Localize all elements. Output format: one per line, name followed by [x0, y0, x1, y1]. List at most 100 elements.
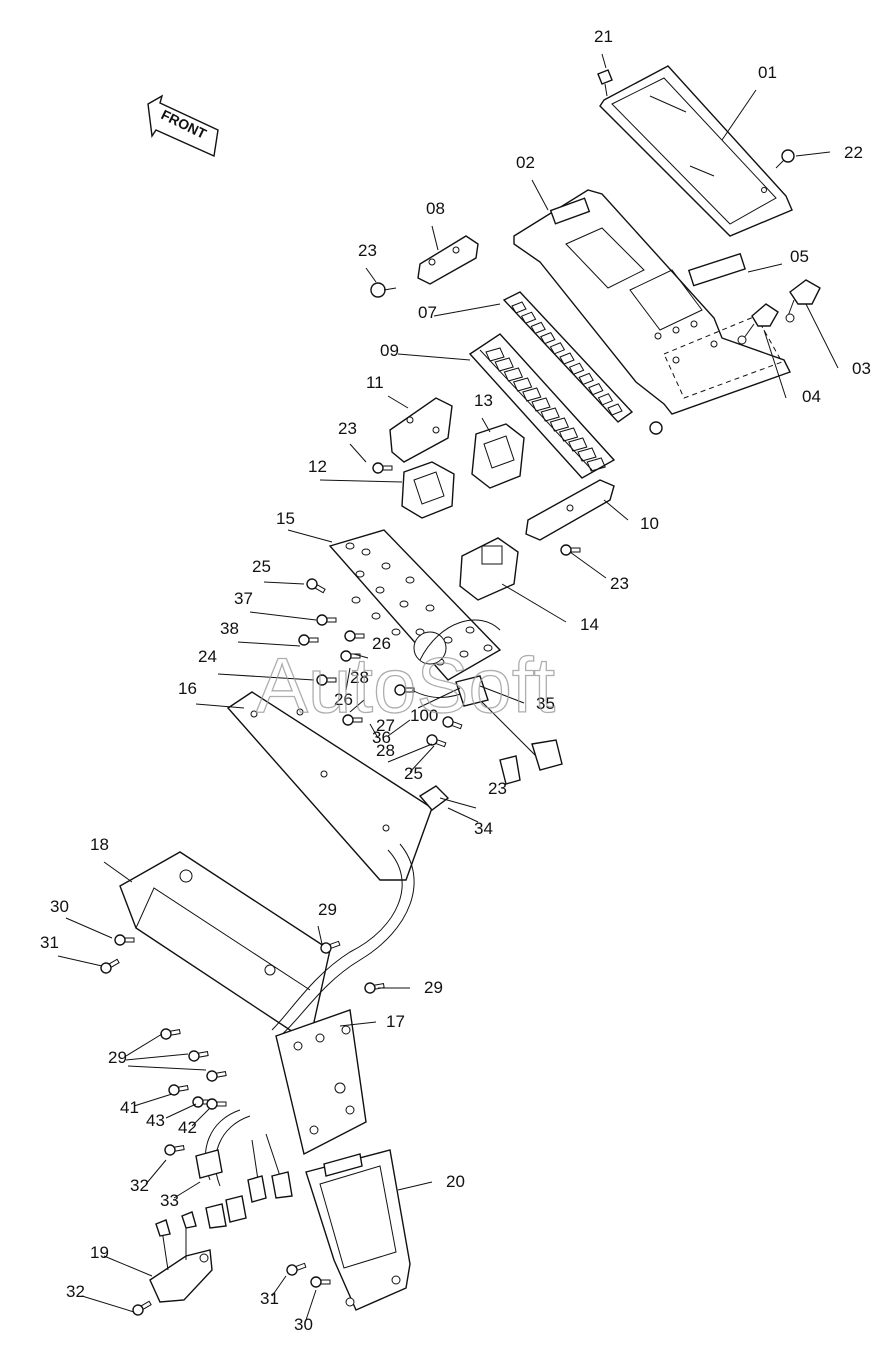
fastener-icon: [286, 1262, 307, 1276]
mounting-hole: [351, 596, 361, 604]
callout-03: 03: [852, 359, 871, 378]
callout-24: 24: [198, 647, 217, 666]
mounting-hole: [465, 626, 475, 634]
callout-01: 01: [758, 63, 777, 82]
switch-cell: [540, 331, 556, 345]
leader-line: [747, 263, 783, 273]
callout-28: 28: [350, 668, 369, 687]
screw-group-top: [370, 69, 795, 298]
leader-line: [397, 1181, 433, 1191]
mounting-hole: [459, 650, 469, 658]
fastener-icon: [344, 630, 365, 642]
switch-cell: [512, 377, 533, 392]
callout-30: 30: [50, 897, 69, 916]
part-toggle-switch: [459, 537, 519, 601]
mounting-hole: [399, 600, 409, 608]
callout-36: 36: [372, 728, 391, 747]
leader-line: [127, 1065, 207, 1071]
switch-cell: [531, 397, 551, 412]
callout-25: 25: [252, 557, 271, 576]
leader-line: [763, 329, 787, 399]
leader-line: [439, 797, 477, 809]
main-cable-edge: [271, 849, 403, 1031]
fastener-icon: [320, 940, 341, 954]
fastener-icon: [426, 734, 447, 748]
callout-29: 29: [108, 1048, 127, 1067]
callout-32: 32: [130, 1176, 149, 1195]
switch-cell: [511, 301, 527, 314]
fastener-icon: [342, 714, 363, 726]
switch-cell: [522, 387, 542, 402]
leader-line: [345, 667, 351, 691]
leader-line: [339, 1021, 377, 1027]
callout-27: 27: [376, 716, 395, 735]
mounting-hole: [405, 576, 415, 584]
callout-12: 12: [308, 457, 327, 476]
part-cover: [599, 65, 793, 237]
part-sensor: [149, 1211, 213, 1303]
leader-line: [353, 653, 369, 659]
leader-line: [65, 917, 113, 939]
switch-cell: [558, 427, 579, 442]
leader-line: [81, 1295, 135, 1313]
fastener-icon: [560, 544, 581, 556]
part-indicator-strip: [502, 291, 634, 423]
leader-line: [795, 151, 831, 157]
callout-30: 30: [294, 1315, 313, 1334]
callout-29: 29: [318, 900, 337, 919]
fastener-icon: [206, 1098, 227, 1110]
part-grommet: [649, 421, 663, 435]
callout-16: 16: [178, 679, 197, 698]
leader-line: [305, 1289, 317, 1321]
mounting-hole: [483, 644, 493, 652]
part-lower-box: [119, 851, 331, 1042]
callout-32: 32: [66, 1282, 85, 1301]
switch-cell: [520, 311, 537, 324]
fastener-icon: [316, 614, 337, 626]
callout-23: 23: [488, 779, 507, 798]
callout-15: 15: [276, 509, 295, 528]
mounting-hole: [371, 612, 381, 620]
leader-line: [501, 583, 567, 623]
callout-34: 34: [474, 819, 493, 838]
callout-23: 23: [338, 419, 357, 438]
fastener-group: [100, 462, 581, 1316]
callout-10: 10: [640, 514, 659, 533]
leader-line: [387, 743, 433, 763]
fastener-icon: [394, 684, 415, 696]
leader-line: [417, 687, 461, 709]
leader-line: [125, 1033, 163, 1057]
fastener-icon: [206, 1070, 227, 1082]
leader-line: [103, 1255, 153, 1277]
switch-cell: [540, 407, 560, 422]
switch-cell: [503, 367, 524, 382]
leader-line: [387, 395, 409, 409]
part-rotary-switch-13: [471, 423, 525, 489]
callout-25: 25: [404, 764, 423, 783]
callout-07: 07: [418, 303, 437, 322]
switch-cell: [559, 352, 575, 365]
callout-20: 20: [446, 1172, 465, 1191]
callout-35: 35: [536, 694, 555, 713]
lower-wire-bundle: [195, 1109, 293, 1229]
callout-100: 100: [410, 706, 438, 725]
fastener-icon: [132, 1300, 152, 1316]
part-label-strip: [687, 252, 746, 287]
leader-line: [349, 443, 367, 463]
switch-cell: [549, 417, 570, 432]
callout-05: 05: [790, 247, 809, 266]
callout-33: 33: [160, 1191, 179, 1210]
mounting-hole: [381, 562, 391, 570]
callout-29: 29: [424, 978, 443, 997]
switch-cell: [607, 403, 623, 416]
leader-line: [237, 641, 301, 647]
mounting-hole: [391, 628, 401, 636]
callout-09: 09: [380, 341, 399, 360]
leader-line: [481, 417, 491, 433]
mounting-hole: [425, 604, 435, 612]
mounting-hole: [355, 570, 365, 578]
part-upper-bracket: [389, 397, 453, 463]
leader-line: [173, 1181, 201, 1199]
leader-line: [433, 303, 501, 317]
mounting-hole: [345, 542, 355, 550]
